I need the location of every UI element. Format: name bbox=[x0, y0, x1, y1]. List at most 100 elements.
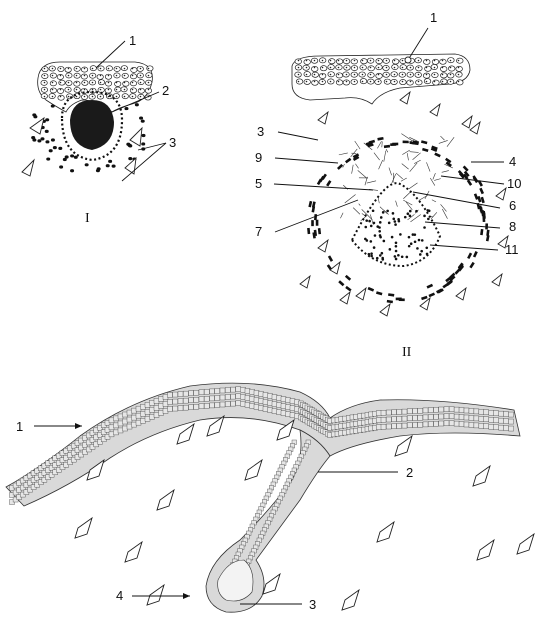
panel-ii-roman-label: II bbox=[402, 345, 412, 360]
sheath-cell-dash bbox=[307, 228, 310, 234]
epithelial-cell bbox=[109, 432, 114, 437]
cell-nucleus bbox=[306, 60, 308, 62]
epithelial-cell bbox=[178, 406, 183, 411]
papilla-dot bbox=[370, 240, 373, 243]
cell-nucleus bbox=[434, 74, 436, 76]
panel-iii-callout-1: 1 bbox=[16, 419, 23, 434]
cell-nucleus bbox=[132, 68, 134, 70]
epithelial-cell bbox=[397, 416, 402, 421]
cell-nucleus bbox=[394, 81, 396, 83]
epithelial-cell bbox=[484, 417, 489, 422]
epithelial-cell bbox=[189, 391, 194, 396]
fibroblast bbox=[245, 460, 262, 480]
sheath-cell-dash bbox=[390, 143, 396, 146]
epidermal-cell bbox=[416, 66, 423, 71]
epithelial-cell bbox=[136, 406, 141, 411]
papilla-dot bbox=[379, 234, 382, 237]
epithelial-cell bbox=[469, 408, 474, 413]
papilla-dot bbox=[423, 226, 426, 229]
cell-nucleus bbox=[354, 81, 356, 83]
epithelial-cell bbox=[109, 418, 114, 423]
cell-nucleus bbox=[132, 89, 134, 91]
cell-nucleus bbox=[148, 82, 150, 84]
epithelial-cell bbox=[241, 394, 246, 399]
epithelial-cell bbox=[428, 408, 433, 413]
cell-nucleus bbox=[402, 81, 404, 83]
sheath-cell-dash bbox=[396, 298, 402, 301]
epithelial-cell bbox=[413, 409, 418, 414]
panel-ii-leader-3 bbox=[278, 132, 318, 140]
sheath-cell-dash bbox=[311, 220, 314, 226]
epithelial-cell bbox=[499, 418, 504, 423]
papilla-dot bbox=[409, 215, 412, 218]
mesenchymal-dot bbox=[59, 165, 63, 168]
papilla-dot bbox=[368, 220, 371, 223]
cell-nucleus bbox=[394, 74, 396, 76]
cell-nucleus bbox=[306, 81, 308, 83]
cell-nucleus bbox=[386, 60, 388, 62]
papilla-dot bbox=[381, 258, 384, 261]
papilla-dot bbox=[386, 210, 389, 213]
epidermal-cell bbox=[392, 59, 399, 64]
fibroblast bbox=[377, 522, 394, 542]
epithelial-cell bbox=[173, 392, 178, 397]
cell-nucleus bbox=[314, 74, 316, 76]
epithelial-cell bbox=[454, 421, 459, 426]
cell-nucleus bbox=[124, 82, 126, 84]
epithelial-cell bbox=[150, 407, 155, 412]
mesenchymal-dot bbox=[45, 130, 49, 133]
cell-nucleus bbox=[370, 60, 372, 62]
cell-nucleus bbox=[346, 60, 348, 62]
epithelial-cell bbox=[154, 398, 159, 403]
epithelial-cell bbox=[407, 423, 412, 428]
cell-nucleus bbox=[84, 75, 86, 77]
fibroblast bbox=[496, 188, 506, 200]
sheath-cell-dash bbox=[428, 292, 435, 297]
cell-nucleus bbox=[362, 67, 364, 69]
epithelial-cell bbox=[479, 409, 484, 414]
epithelial-cell bbox=[489, 410, 494, 415]
papilla-dot bbox=[407, 212, 410, 215]
mesenchymal-dot bbox=[65, 155, 69, 158]
papilla-dot bbox=[381, 252, 384, 255]
epidermal-cell bbox=[329, 59, 336, 64]
epithelial-cell bbox=[241, 401, 246, 406]
epithelial-cell bbox=[236, 401, 241, 406]
cell-nucleus bbox=[322, 60, 324, 62]
cell-nucleus bbox=[314, 67, 316, 69]
cell-nucleus bbox=[68, 89, 70, 91]
epithelial-cell bbox=[449, 421, 454, 426]
reticular-fiber bbox=[447, 137, 454, 146]
cell-nucleus bbox=[132, 96, 134, 98]
epidermal-cell bbox=[416, 80, 423, 85]
fibroblast bbox=[380, 304, 390, 316]
epithelial-cell bbox=[434, 421, 439, 426]
cell-nucleus bbox=[410, 81, 412, 83]
papilla-dot bbox=[414, 240, 417, 243]
epithelial-cell bbox=[250, 389, 255, 394]
cell-nucleus bbox=[84, 96, 86, 98]
epithelial-cell bbox=[418, 422, 423, 427]
epidermal-cell bbox=[98, 87, 104, 92]
epithelial-cell bbox=[397, 423, 402, 428]
papilla-dot bbox=[427, 218, 430, 221]
epidermal-cell bbox=[447, 73, 454, 78]
epithelial-cell bbox=[444, 421, 449, 426]
epithelial-cell bbox=[204, 403, 209, 408]
epidermal-cell bbox=[50, 88, 56, 93]
epithelial-cell bbox=[272, 409, 277, 414]
cell-nucleus bbox=[100, 75, 102, 77]
fibroblast bbox=[430, 104, 440, 116]
epithelial-cell bbox=[194, 390, 199, 395]
epithelial-cell bbox=[173, 406, 178, 411]
cell-nucleus bbox=[386, 67, 388, 69]
cell-nucleus bbox=[52, 68, 54, 70]
cell-nucleus bbox=[44, 75, 46, 77]
papilla-dot bbox=[376, 257, 379, 260]
papilla-dot bbox=[397, 254, 400, 257]
cell-nucleus bbox=[298, 74, 300, 76]
cell-nucleus bbox=[76, 96, 78, 98]
cell-nucleus bbox=[450, 74, 452, 76]
epithelial-cell bbox=[199, 397, 204, 402]
epithelial-cell bbox=[145, 402, 150, 407]
